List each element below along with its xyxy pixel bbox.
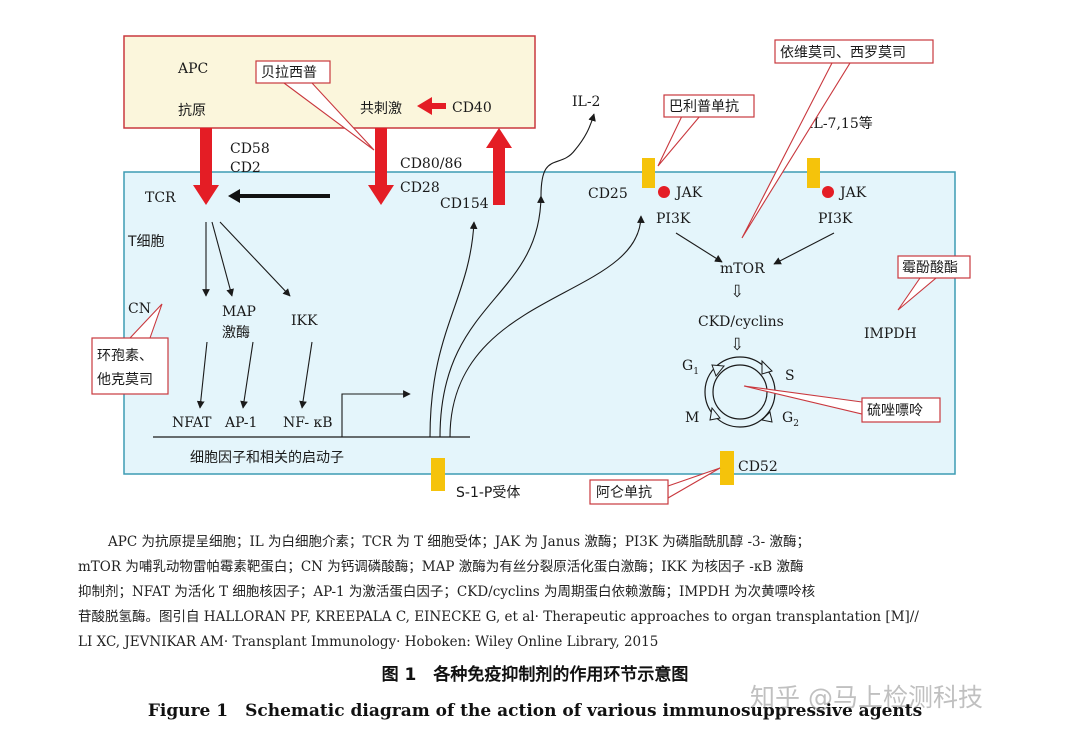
- promoter-label: 细胞因子和相关的启动子: [190, 450, 344, 466]
- t-cell-box: [123, 171, 956, 475]
- nfkb-label: NF- κB: [283, 415, 333, 431]
- basiliximab-label: 巴利普单抗: [669, 99, 739, 115]
- il2-secretion-curve: [540, 113, 596, 197]
- ckd-label: CKD/cyclins: [698, 314, 784, 330]
- cd80-86-label: CD80/86: [400, 156, 462, 172]
- basiliximab-callout-pointer: [657, 115, 702, 167]
- mtor-down-arrow: ⇩: [730, 282, 744, 302]
- cd58-label: CD58: [230, 141, 270, 157]
- t-cell-label: T细胞: [127, 234, 165, 250]
- il2-label: IL-2: [572, 94, 600, 110]
- tcr-ikk-arrow: [219, 221, 291, 297]
- cycle-arrow-m: [709, 406, 721, 421]
- belatacept-callout: [255, 60, 331, 84]
- mycophenolate-callout: [897, 255, 971, 279]
- ikk-nfkb-arrow: [299, 341, 313, 409]
- apc-label: APC: [177, 61, 208, 77]
- cd28-label: CD28: [400, 180, 440, 196]
- cyclosporine-callout: [91, 337, 169, 395]
- alemtuzumab-callout: [589, 479, 669, 505]
- cd154-label: CD154: [440, 196, 489, 212]
- antigen-label: 抗原: [178, 103, 206, 119]
- impdh-label: IMPDH: [864, 326, 917, 342]
- costim-label: 共刺激: [360, 100, 402, 117]
- azathioprine-callout: [861, 397, 941, 423]
- caption-line-1: APC 为抗原提呈细胞；IL 为白细胞介素；TCR 为 T 细胞受体；JAK 为…: [108, 534, 810, 550]
- cd40-label: CD40: [452, 100, 492, 116]
- figure-title-en: Figure 1 Schematic diagram of the action…: [147, 701, 923, 721]
- caption-line-4: 苷酸脱氢酶。图引自 HALLORAN PF, KREEPALA C, EINEC…: [78, 609, 919, 625]
- nfkb-promoter-arrow: [341, 390, 411, 437]
- output-pi3k-curve: [449, 215, 645, 438]
- belatacept-label: 贝拉西普: [261, 65, 317, 81]
- pi3k2-mtor-arrow: [773, 232, 835, 265]
- s-phase-label: S: [785, 368, 795, 384]
- everolimus-label: 依维莫司、西罗莫司: [780, 45, 906, 61]
- pi3k1-mtor-arrow: [675, 232, 723, 263]
- cyclosporine-label-1: 环孢素、: [97, 348, 153, 364]
- antigen-tcr-red-arrow: [193, 128, 219, 205]
- azathioprine-label: 硫唑嘌呤: [867, 403, 923, 419]
- tcr-map-arrow: [211, 221, 234, 297]
- cd25-label: CD25: [588, 186, 628, 202]
- output-il2-curve: [439, 195, 545, 438]
- mycophenolate-label: 霉酚酸酯: [902, 260, 958, 276]
- costim-cd28-red-arrow: [368, 128, 394, 205]
- jak-label-2: JAK: [838, 185, 867, 201]
- mtor-label: mTOR: [720, 261, 765, 277]
- cycle-arrow-s: [761, 359, 773, 375]
- kinase-label: 激酶: [222, 324, 250, 341]
- map-ap1-arrow: [240, 341, 254, 409]
- alemtuzumab-label: 阿仑单抗: [596, 485, 652, 501]
- watermark: 知乎 @马上检测科技: [750, 683, 983, 712]
- caption-line-5: LI XC, JEVNIKAR AM· Transplant Immunolog…: [78, 634, 659, 650]
- basiliximab-callout: [663, 94, 755, 118]
- cd154-cd40-red-arrow: [486, 128, 512, 205]
- cd40-red-arrow: [417, 97, 446, 115]
- cd52-label: CD52: [738, 459, 778, 475]
- figure-title-cn: 图 1 各种免疫抑制剂的作用环节示意图: [381, 665, 689, 685]
- cd52-receptor: [720, 451, 734, 485]
- m-phase-label: M: [685, 410, 699, 426]
- caption-line-2: mTOR 为哺乳动物雷帕霉素靶蛋白；CN 为钙调磷酸酶；MAP 激酶为有丝分裂原…: [78, 559, 804, 575]
- cyclosporine-label-2: 他克莫司: [97, 372, 153, 388]
- g2-label: G2: [782, 410, 799, 429]
- il7-label: IL-7,15等: [808, 115, 873, 132]
- jak-label-1: JAK: [674, 185, 703, 201]
- s1p-receptor: [431, 458, 445, 491]
- g1-label: G1: [682, 358, 699, 377]
- everolimus-callout: [774, 39, 934, 64]
- s1p-label: S-1-P受体: [456, 485, 520, 501]
- cycle-arrow-g2: [760, 410, 773, 423]
- map-label: MAP: [222, 304, 256, 320]
- cn-nfat-arrow: [196, 341, 208, 409]
- il7-receptor: [807, 158, 820, 188]
- ikk-label: IKK: [291, 313, 318, 329]
- pi3k-label-1: PI3K: [656, 211, 691, 227]
- cycle-arrow-g1: [711, 364, 725, 378]
- jak-dot-2: [822, 186, 834, 198]
- cd25-receptor: [642, 158, 655, 188]
- tcr-label: TCR: [145, 190, 176, 206]
- pi3k-label-2: PI3K: [818, 211, 853, 227]
- immunosuppressant-diagram: APC 抗原 共刺激 CD40 CD58 CD2 CD80/86 CD28 CD…: [91, 35, 971, 505]
- nfat-label: NFAT: [172, 415, 212, 431]
- jak-dot-1: [658, 186, 670, 198]
- output-cd154-curve: [429, 221, 478, 438]
- caption-line-3: 抑制剂；NFAT 为活化 T 细胞核因子；AP-1 为激活蛋白因子；CKD/cy…: [78, 584, 816, 600]
- cd2-label: CD2: [230, 160, 261, 176]
- ckd-down-arrow: ⇩: [730, 335, 744, 355]
- ap1-label: AP-1: [224, 415, 257, 431]
- costim-to-tcr-arrow: [228, 189, 330, 203]
- figure-caption: APC 为抗原提呈细胞；IL 为白细胞介素；TCR 为 T 细胞受体；JAK 为…: [78, 530, 1008, 655]
- cn-label: CN: [128, 301, 151, 317]
